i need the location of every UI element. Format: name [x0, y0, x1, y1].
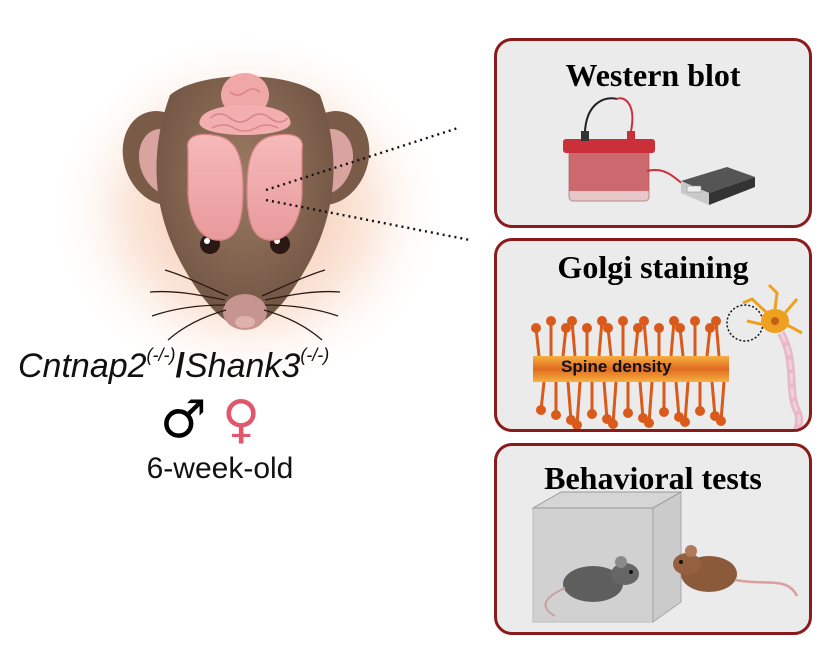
spine-head-bottom	[608, 419, 618, 429]
spine-head-top	[654, 323, 664, 333]
age-label: 6-week-old	[146, 452, 294, 485]
spine-bottom	[638, 381, 645, 419]
spine-head-top	[531, 323, 541, 333]
spine-top	[642, 320, 649, 357]
behavior-illustration	[531, 491, 799, 623]
spine-head-bottom	[587, 409, 597, 419]
panel-western-blot: Western blot	[494, 38, 812, 228]
spine-bottom	[611, 381, 618, 425]
spine-head-top	[618, 316, 628, 326]
spine-top	[570, 320, 577, 357]
spine-head-top	[582, 323, 592, 333]
spine-head-top	[675, 323, 685, 333]
spine-head-top	[711, 316, 721, 326]
spine-bottom	[683, 381, 690, 423]
spine-head-bottom	[623, 408, 633, 418]
sex-symbols: ♂ ♀	[160, 392, 300, 452]
genotype-label: Cntnap2(-/-)/Shank3(-/-)	[18, 345, 488, 386]
gene2-genotype: (-/-)	[300, 345, 330, 365]
neuron-icon	[726, 283, 804, 429]
spine-head-top	[669, 316, 679, 326]
spine-head-bottom	[659, 407, 669, 417]
spine-head-bottom	[695, 406, 705, 416]
spine-top	[714, 320, 721, 357]
spine-head-bottom	[644, 418, 654, 428]
genotype-separator: /	[175, 347, 185, 385]
dendrite-icon	[531, 316, 726, 429]
spine-top	[669, 320, 676, 357]
spine-bottom	[719, 381, 726, 422]
dendrite-shaft	[533, 356, 729, 382]
spine-density-label: Spine density	[561, 357, 672, 376]
spine-head-top	[603, 323, 613, 333]
spine-head-top	[546, 316, 556, 326]
spine-head-bottom	[551, 410, 561, 420]
panel-title-western-blot: Western blot	[565, 57, 741, 93]
zoom-lines	[265, 126, 471, 242]
spine-bottom	[575, 381, 582, 426]
brown-mouse-icon	[673, 545, 799, 597]
gene2-name: Shank3	[184, 347, 301, 385]
panel-title-behavioral-tests: Behavioral tests	[544, 460, 762, 496]
panel-golgi-staining: Golgi staining	[494, 238, 812, 432]
gray-mouse-icon	[544, 556, 639, 617]
spine-head-bottom	[716, 416, 726, 426]
spine-head-bottom	[566, 415, 576, 425]
spine-top	[597, 320, 604, 357]
spine-bottom	[602, 381, 609, 420]
spine-head-bottom	[710, 411, 720, 421]
spine-head-top	[597, 316, 607, 326]
spine-head-bottom	[572, 420, 582, 429]
spine-bottom	[647, 381, 654, 424]
spine-head-top	[690, 316, 700, 326]
spine-bottom	[566, 381, 573, 421]
gene1-genotype: (-/-)	[146, 345, 176, 365]
spine-head-bottom	[680, 417, 690, 427]
spine-bottom	[710, 381, 717, 417]
spine-head-top	[705, 323, 715, 333]
gene1-name: Cntnap2	[18, 347, 147, 385]
brain-icon	[187, 73, 303, 241]
spine-head-bottom	[536, 405, 546, 415]
spine-head-top	[633, 323, 643, 333]
spine-bottom	[674, 381, 681, 418]
panel-behavioral-tests: Behavioral tests	[494, 443, 812, 635]
golgi-illustration	[531, 283, 804, 429]
box-icon	[531, 491, 683, 623]
spine-head-top	[639, 316, 649, 326]
spine-head-top	[567, 316, 577, 326]
spine-head-top	[561, 323, 571, 333]
battery-icon	[563, 131, 655, 202]
female-symbol-icon: ♀	[222, 390, 261, 450]
male-symbol-icon: ♂	[160, 390, 207, 450]
western-blot-illustration	[563, 97, 755, 205]
panel-title-golgi-staining: Golgi staining	[557, 249, 749, 285]
power-supply-icon	[681, 167, 755, 205]
spine-head-bottom	[602, 414, 612, 424]
spine-head-bottom	[638, 413, 648, 423]
spine-head-bottom	[674, 412, 684, 422]
